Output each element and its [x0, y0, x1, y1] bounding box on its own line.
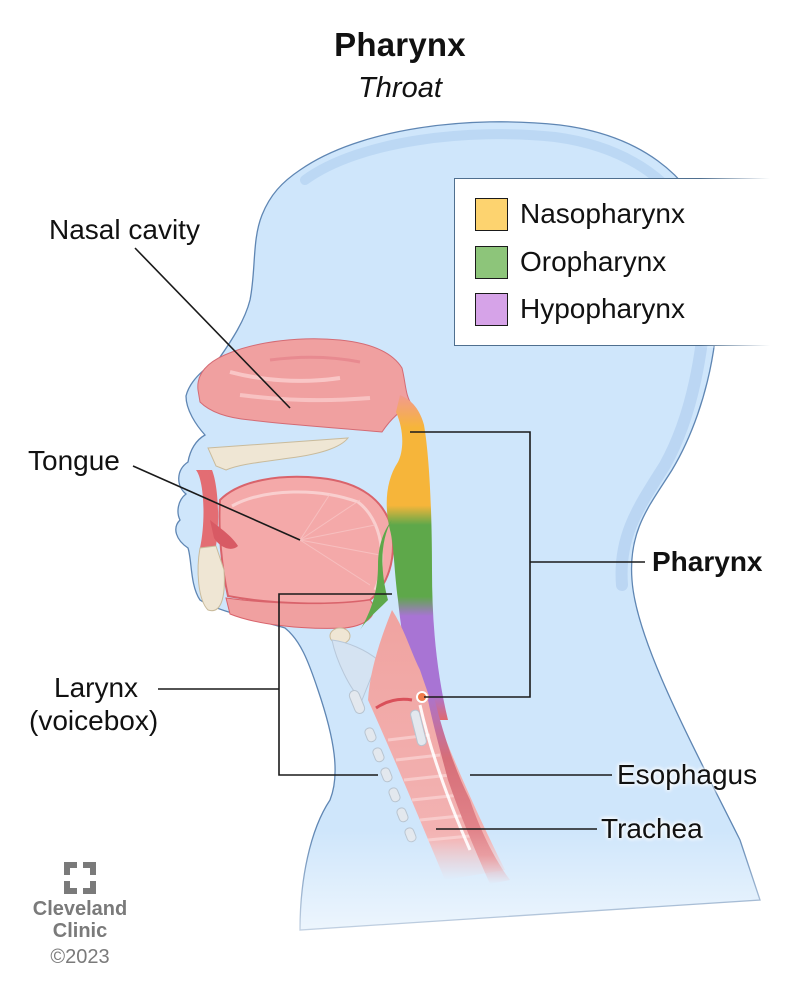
- hard-palate: [207, 437, 350, 471]
- bracket-larynx: [278, 593, 392, 776]
- leader-lines: [132, 247, 645, 830]
- legend-edge-fade: [700, 176, 800, 348]
- page-title: Pharynx: [334, 26, 466, 63]
- pharynx-tube: [386, 395, 448, 720]
- label-nasal-cavity: Nasal cavity: [49, 214, 200, 245]
- legend-label: Oropharynx: [520, 246, 667, 277]
- oropharynx-swatch: [475, 245, 508, 279]
- label-esophagus: Esophagus: [617, 759, 758, 790]
- nasopharynx-swatch: [475, 197, 508, 231]
- brand-name-line1: Cleveland: [32, 898, 128, 920]
- legend-item-nasopharynx: Nasopharynx: [475, 194, 685, 234]
- legend-label: Nasopharynx: [520, 198, 685, 229]
- bracket-pharynx: [410, 431, 531, 698]
- label-pharynx: Pharynx: [652, 546, 763, 577]
- label-larynx: Larynx: [54, 672, 139, 703]
- jaw-bone: [197, 545, 225, 612]
- leader-tongue: [132, 465, 301, 541]
- hypopharynx-swatch: [475, 292, 508, 326]
- label-trachea: Trachea: [601, 813, 703, 844]
- copyright: ©2023: [50, 946, 110, 968]
- legend-item-oropharynx: Oropharynx: [475, 242, 666, 282]
- cleveland-clinic-logo: Cleveland Clinic ©2023: [22, 862, 138, 970]
- legend-label: Hypopharynx: [520, 293, 685, 324]
- label-larynx-voicebox: (voicebox): [29, 705, 159, 736]
- cleveland-clinic-logo-icon: [64, 862, 96, 894]
- brand-name-line2: Clinic: [52, 920, 108, 942]
- legend-item-hypopharynx: Hypopharynx: [475, 289, 685, 329]
- tongue-shape: [218, 475, 394, 605]
- leader-nasal-cavity: [134, 247, 291, 409]
- page-subtitle: Throat: [358, 72, 442, 104]
- label-tongue: Tongue: [28, 445, 120, 476]
- esophagus: [428, 690, 510, 884]
